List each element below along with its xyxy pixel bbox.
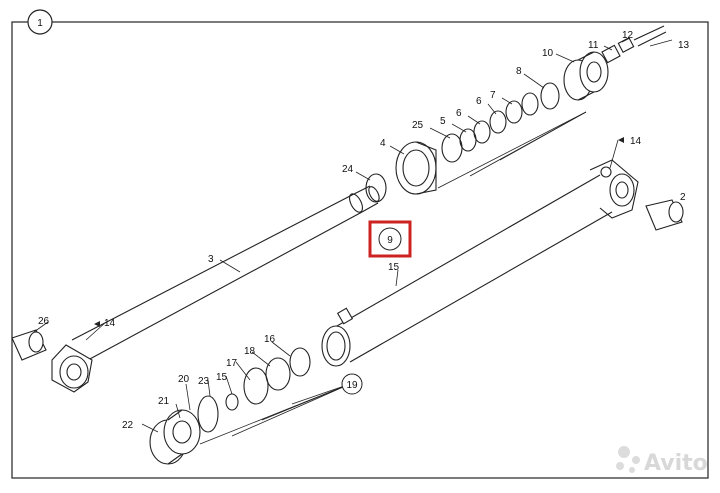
label-8: 8 [516,66,522,77]
label-5: 5 [440,116,446,127]
label-4: 4 [380,138,386,149]
label-14a: 14 [104,318,116,329]
highlight-box [368,220,412,258]
arrow-14a-icon [94,321,100,327]
label-13: 13 [678,40,690,51]
part-labels: 13 12 11 10 8 7 6 6 5 25 4 24 3 14 2 15 … [38,30,690,431]
label-12: 12 [622,30,634,41]
piston-rod [71,185,380,361]
label-14b: 14 [630,136,642,147]
label-16: 16 [264,334,276,345]
label-2: 2 [680,192,686,203]
label-25: 25 [412,120,424,131]
gland-nut-22 [149,409,201,465]
diagram-frame [11,21,709,479]
label-6a: 6 [476,96,482,107]
label-15b: 15 [216,372,228,383]
gland-seals-upper [365,82,560,203]
frame-callout-circle [27,9,53,35]
label-18: 18 [244,346,256,357]
frame-label: 1 [37,18,43,29]
nut-bolt-assembly [601,25,667,64]
label-24: 24 [342,164,354,175]
watermark: Avito [616,446,708,476]
callout-19-circle [341,373,363,395]
seal-kit-brackets [199,111,587,445]
label-23: 23 [198,376,210,387]
label-7: 7 [490,90,496,101]
rod-eye [51,344,93,393]
avito-logo-icon [616,446,640,473]
label-20: 20 [178,374,190,385]
bushing-2 [645,199,684,231]
label-15a: 15 [388,262,400,273]
label-22: 22 [122,420,134,431]
label-10: 10 [542,48,554,59]
bushing-26 [11,329,47,361]
label-26: 26 [38,316,50,327]
callout-9-circle [378,227,402,251]
gland-seals-lower [197,347,311,433]
label-11: 11 [588,40,599,51]
label-19: 19 [346,380,358,391]
cylinder-barrel [321,159,639,367]
label-3: 3 [208,254,214,265]
label-9: 9 [387,235,393,246]
arrow-14b-icon [618,137,624,143]
label-17: 17 [226,358,238,369]
label-21: 21 [158,396,170,407]
label-6b: 6 [456,108,462,119]
leader-lines [33,37,673,433]
piston-head-10 [563,51,609,101]
watermark-text: Avito [644,451,708,476]
